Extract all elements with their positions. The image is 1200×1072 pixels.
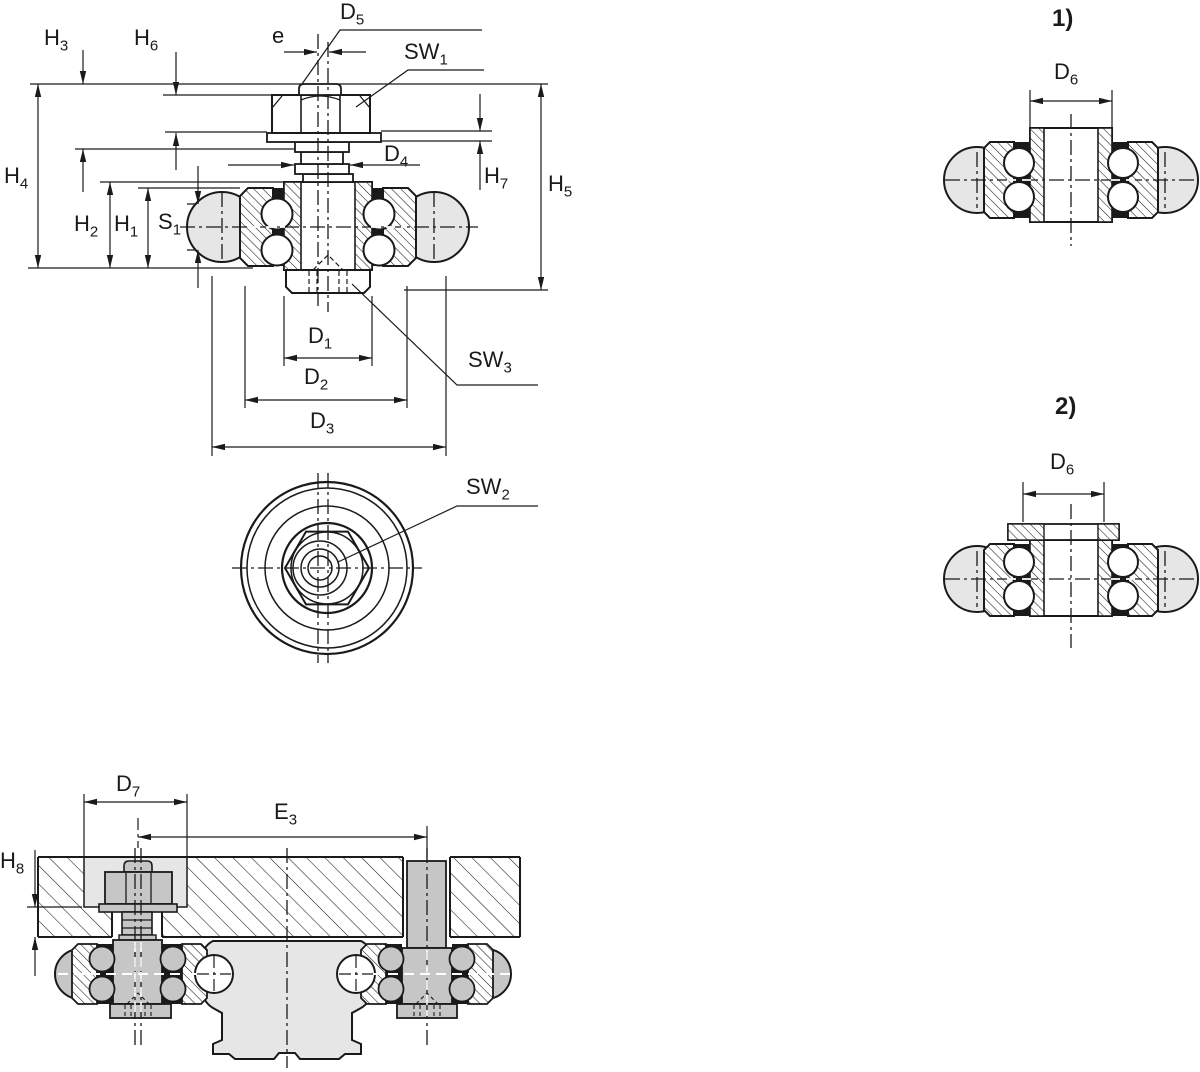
dim-label-d3: D3 [310,408,335,438]
centerlines [180,34,478,312]
dim-label-e3: E3 [274,799,298,829]
top-view [232,473,538,663]
dim-label-sw3: SW3 [468,347,512,377]
variant-1-title: 1) [1052,5,1074,32]
dim-label-d5: D5 [340,0,365,29]
dim-label-s1: S1 [158,209,182,239]
mounting-dimensions [27,794,428,976]
dim-label-sw2: SW2 [466,474,510,504]
variant-view-1 [943,90,1199,246]
hex-nut [271,94,371,134]
dim-label-h1: H1 [114,211,139,241]
mounting-view [27,794,521,1068]
washer [266,132,382,143]
dim-label-d1: D1 [308,323,333,353]
dim-label-h5: H5 [548,171,573,201]
dimension-lines [34,48,545,451]
dim-label-d2: D2 [304,364,329,394]
dim-label-h6: H6 [134,25,159,55]
dim-label-h4: H4 [4,163,29,193]
bearing-balls [260,197,396,267]
dim-label-h2: H2 [74,211,99,241]
dim-label-d6-variant2: D6 [1050,449,1075,479]
main-section-view [28,29,548,456]
dim-label-h7: H7 [484,163,509,193]
eccentric-pin-shaft [266,132,382,183]
leader-lines [301,29,538,386]
dim-label-h3: H3 [44,25,69,55]
dim-label-h8: H8 [0,848,25,878]
dim-label-d4: D4 [384,141,409,171]
dim-label-e: e [272,23,285,48]
variant-2-title: 2) [1055,393,1077,420]
dim-label-d7: D7 [116,771,141,801]
right-concentric-bolt-assembly [336,860,512,1019]
pin-end [298,83,342,96]
sw2-leader [337,505,538,563]
dim-label-sw1: SW1 [404,39,448,69]
reference-lines [28,83,548,456]
variant-view-2 [943,482,1199,648]
dim-label-d6-variant1: D6 [1054,59,1079,89]
